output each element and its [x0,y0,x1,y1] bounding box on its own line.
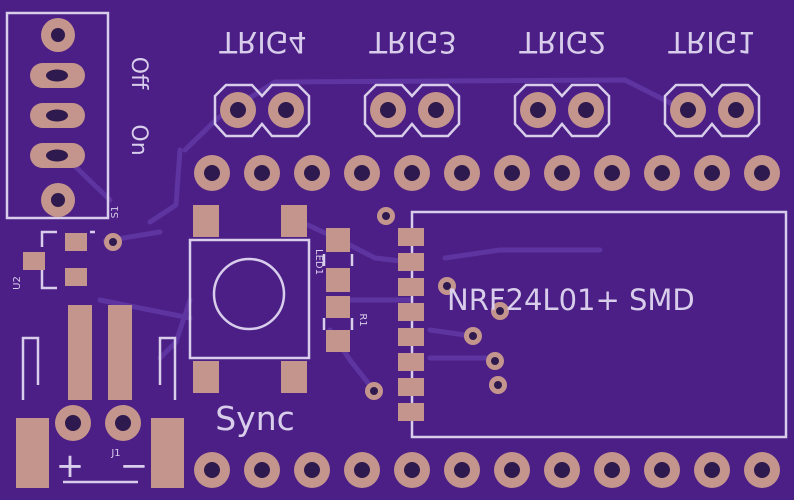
trig4-label: TRIG4 [218,25,306,59]
nrf-module: NRF24L01+ SMD [398,210,788,439]
sync-button: Sync [188,205,311,438]
trigger-headers [213,83,761,138]
led-ref-label: LED1 [313,249,324,275]
trig3-label: TRIG3 [368,25,456,59]
trig3-header [363,83,461,138]
vias [104,207,509,400]
trig2-header [513,83,611,138]
jack-ref-label: J1 [110,448,120,459]
resistor-ref-label: R1 [357,313,368,326]
trig1-label: TRIG1 [667,25,755,59]
led-and-resistor: LED1 R1 [313,228,368,352]
trig1-header [663,83,761,138]
top-header-row [194,155,780,191]
switch-ref-label: S1 [110,206,121,219]
trig2-label: TRIG2 [518,25,606,59]
bottom-header-row [194,452,780,488]
module-label: NRF24L01+ SMD [447,283,695,317]
dc-jack-j1: + − J1 [16,305,184,488]
switch-s1: Off On S1 [5,11,151,220]
regulator-ref-label: U2 [12,276,23,290]
jack-plus-label: + [56,446,85,486]
jack-minus-label: − [120,446,149,486]
trigger-labels: TRIG1 TRIG2 TRIG3 TRIG4 [218,25,755,59]
trig4-header [213,83,311,138]
switch-off-label: Off [126,57,151,90]
regulator-u2: U2 [12,230,95,290]
switch-on-label: On [126,124,151,155]
sync-label: Sync [215,399,295,438]
